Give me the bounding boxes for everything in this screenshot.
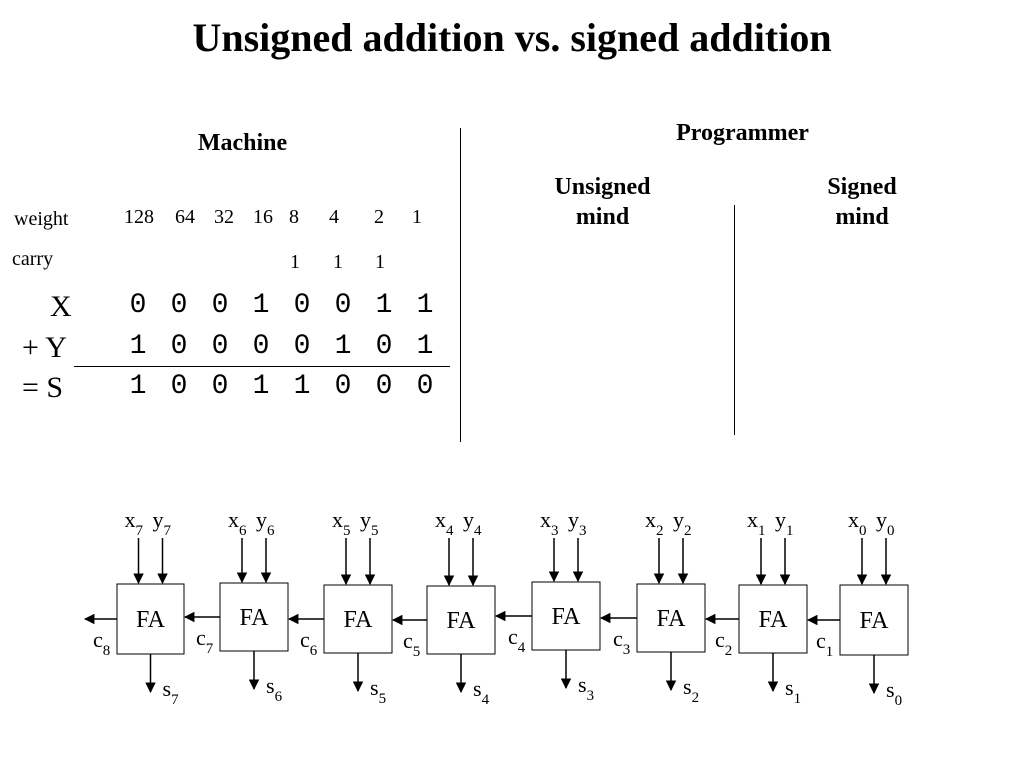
y-input-label: y5 — [360, 507, 379, 539]
y-label: + Y — [22, 331, 67, 364]
y-bit: 0 — [211, 331, 229, 362]
y-bit: 0 — [170, 331, 188, 362]
weight-64: 64 — [175, 206, 195, 228]
signed-mind-label: Signed mind — [800, 172, 924, 232]
x-bit: 0 — [293, 290, 311, 321]
machine-header: Machine — [197, 130, 288, 156]
y-input-label: y7 — [153, 507, 172, 539]
full-adder-label: FA — [759, 607, 789, 633]
y-input-label: y1 — [775, 507, 794, 539]
x-label: X — [50, 290, 72, 323]
s-bit: 1 — [252, 371, 270, 402]
y-bit: 0 — [293, 331, 311, 362]
weight-label: weight — [14, 208, 69, 230]
sum-underline — [74, 366, 450, 367]
x-input-label: x6 — [228, 507, 247, 539]
y-bit: 0 — [375, 331, 393, 362]
signed-line2: mind — [835, 204, 889, 230]
s-bit: 0 — [334, 371, 352, 402]
sum-output-label: s6 — [266, 673, 283, 705]
x-bit: 0 — [334, 290, 352, 321]
full-adder-label: FA — [860, 608, 890, 634]
carry-out-label: c3 — [613, 626, 630, 658]
full-adder-box — [738, 584, 808, 654]
full-adder-label: FA — [552, 604, 582, 630]
y-bit: 1 — [334, 331, 352, 362]
x-input-label: x2 — [645, 507, 664, 539]
weight-8: 8 — [289, 206, 299, 228]
y-input-label: y6 — [256, 507, 275, 539]
sum-output-label: s4 — [473, 676, 490, 708]
y-bit: 0 — [252, 331, 270, 362]
programmer-header: Programmer — [676, 120, 809, 146]
x-bit: 0 — [170, 290, 188, 321]
carry-out-label: c1 — [816, 628, 833, 660]
y-bit: 1 — [129, 331, 147, 362]
s-bits-row: 1 0 0 1 1 0 0 0 — [128, 371, 438, 405]
weight-1: 1 — [412, 206, 422, 228]
page-title: Unsigned addition vs. signed addition — [192, 15, 832, 60]
carry-out-label: c5 — [403, 628, 420, 660]
weight-32: 32 — [214, 206, 234, 228]
y-bit: 1 — [416, 331, 434, 362]
x-bit: 0 — [211, 290, 229, 321]
s-bit: 0 — [170, 371, 188, 402]
carry-out-label: c8 — [93, 627, 110, 659]
unsigned-signed-divider — [734, 205, 735, 435]
machine-programmer-divider — [460, 128, 461, 442]
weight-4: 4 — [329, 206, 339, 228]
y-bits-row: 1 0 0 0 0 1 0 1 — [128, 331, 438, 365]
full-adder-box — [426, 585, 496, 655]
sum-output-label: s1 — [785, 675, 801, 707]
y-input-label: y2 — [673, 507, 692, 539]
y-input-label: y3 — [568, 507, 587, 539]
full-adder-box — [116, 583, 185, 655]
x-input-label: x5 — [332, 507, 351, 539]
x-bit: 1 — [416, 290, 434, 321]
carry-value: 1 — [290, 251, 300, 273]
carry-out-label: c6 — [300, 627, 318, 659]
s-bit: 0 — [416, 371, 434, 402]
s-bit: 0 — [211, 371, 229, 402]
sum-output-label: s0 — [886, 677, 902, 709]
full-adder-label: FA — [657, 606, 687, 632]
x-input-label: x7 — [125, 507, 144, 539]
unsigned-line1: Unsigned — [554, 174, 651, 200]
carry-value: 1 — [333, 251, 343, 273]
sum-output-label: s2 — [683, 674, 699, 706]
carry-value: 1 — [375, 251, 385, 273]
y-input-label: y4 — [463, 507, 482, 539]
y-input-label: y0 — [876, 507, 895, 539]
s-bit: 1 — [129, 371, 147, 402]
carry-label: carry — [12, 248, 54, 270]
full-adder-label: FA — [447, 608, 477, 634]
weight-16: 16 — [253, 206, 273, 228]
sum-output-label: s3 — [578, 672, 594, 704]
carry-out-label: c4 — [508, 624, 526, 656]
s-label: = S — [22, 371, 64, 404]
s-bit: 0 — [375, 371, 393, 402]
signed-line1: Signed — [827, 174, 897, 200]
x-bit: 1 — [375, 290, 393, 321]
carry-out-label: c7 — [196, 625, 214, 657]
x-input-label: x4 — [435, 507, 454, 539]
sum-output-label: s5 — [370, 675, 386, 707]
unsigned-line2: mind — [575, 204, 630, 230]
full-adder-label: FA — [344, 607, 374, 633]
weight-2: 2 — [374, 206, 384, 228]
weight-128: 128 — [124, 206, 154, 228]
sum-output-label: s7 — [163, 676, 180, 708]
x-bit: 1 — [252, 290, 270, 321]
full-adder-label: FA — [136, 607, 166, 633]
unsigned-mind-label: Unsigned mind — [530, 172, 675, 232]
carry-out-label: c2 — [715, 627, 732, 659]
s-bit: 1 — [293, 371, 311, 402]
x-input-label: x1 — [747, 507, 766, 539]
x-input-label: x3 — [540, 507, 559, 539]
x-bit: 0 — [129, 290, 147, 321]
full-adder-label: FA — [240, 605, 270, 631]
x-bits-row: 0 0 0 1 0 0 1 1 — [128, 290, 438, 324]
x-input-label: x0 — [848, 507, 867, 539]
